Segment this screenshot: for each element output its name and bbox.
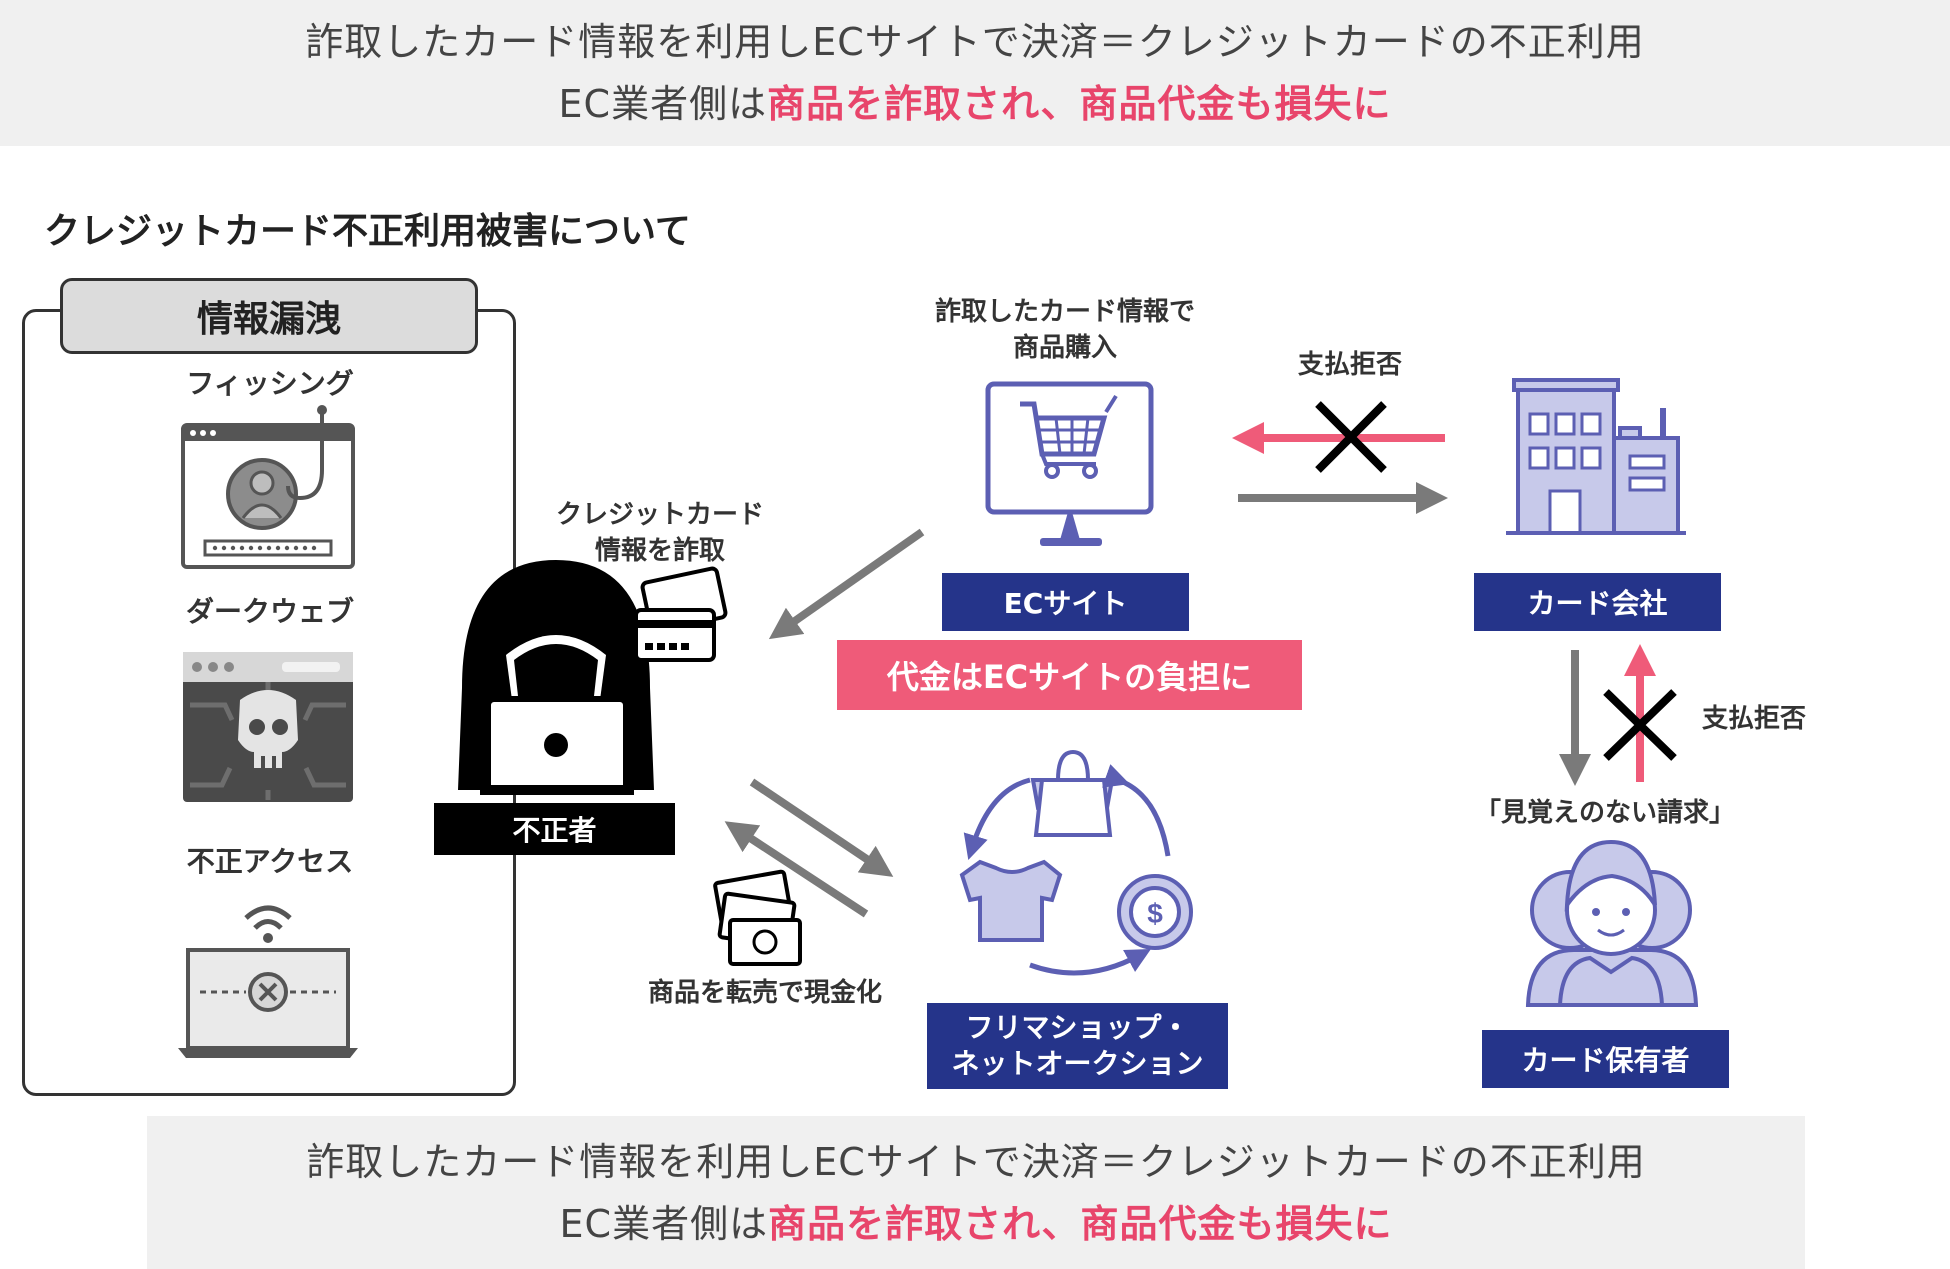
banner-line-2-prefix: EC業者側は xyxy=(558,82,768,126)
resale-cycle-icon: $ xyxy=(959,749,1193,976)
unauthorized-access-label: 不正アクセス xyxy=(186,845,354,878)
arrow-ec-to-fraudster xyxy=(768,528,925,640)
steal-line-2: 情報を詐取 xyxy=(594,536,725,566)
cross-mark-top xyxy=(1315,401,1387,473)
arrow-fraudster-to-resale xyxy=(749,778,894,877)
info-leak-header: 情報漏洩 xyxy=(60,278,478,354)
burden-banner: 代金はECサイトの負担に xyxy=(837,640,1302,710)
fraudster-label-box: 不正者 xyxy=(434,803,675,855)
arrow-resale-to-fraudster xyxy=(724,821,869,918)
purchase-line-2: 商品購入 xyxy=(1012,333,1117,363)
bottom-banner-line-2: EC業者側は商品を詐取され、商品代金も損失に xyxy=(560,1193,1393,1255)
bottom-banner-line-1: 詐取したカード情報を利用しECサイトで決済＝クレジットカードの不正利用 xyxy=(306,1139,1646,1184)
svg-text:$: $ xyxy=(1147,898,1163,929)
bottom-banner-line-2-emphasis: 商品を詐取され、商品代金も損失に xyxy=(768,1201,1393,1246)
ec-site-label-box: ECサイト xyxy=(942,573,1189,631)
steal-line-1: クレジットカード xyxy=(555,500,764,530)
section-title: クレジットカード不正利用被害について xyxy=(44,211,691,252)
money-icon xyxy=(713,869,802,966)
dark-web-icon xyxy=(183,652,353,802)
phishing-icon xyxy=(181,405,355,569)
bottom-banner-line-2-prefix: EC業者側は xyxy=(559,1201,769,1246)
office-building-icon xyxy=(1506,378,1686,535)
top-banner: 詐取したカード情報を利用しECサイトで決済＝クレジットカードの不正利用 EC業者… xyxy=(0,0,1950,146)
cross-mark-right xyxy=(1603,689,1677,761)
resale-line-2: ネットオークション xyxy=(951,1047,1204,1080)
dark-web-label: ダークウェブ xyxy=(185,595,354,628)
unauthorized-access-icon xyxy=(178,905,358,1058)
credit-card-icon xyxy=(634,566,728,662)
shopping-cart-monitor-icon xyxy=(985,381,1154,546)
banner-line-2: EC業者側は商品を詐取され、商品代金も損失に xyxy=(559,73,1392,135)
resell-label: 商品を転売で現金化 xyxy=(647,978,882,1008)
refuse-payment-top-label: 支払拒否 xyxy=(1297,350,1402,380)
purchase-label: 詐取したカード情報で商品購入 xyxy=(900,294,1230,366)
banner-line-1: 詐取したカード情報を利用しECサイトで決済＝クレジットカードの不正利用 xyxy=(305,20,1645,64)
steal-card-info-label: クレジットカード情報を詐取 xyxy=(520,497,800,569)
card-holder-label-box: カード保有者 xyxy=(1482,1030,1729,1088)
refuse-payment-right-label: 支払拒否 xyxy=(1701,704,1806,734)
resale-label-box: フリマショップ・ネットオークション xyxy=(927,1003,1228,1089)
purchase-line-1: 詐取したカード情報で xyxy=(934,297,1195,327)
bottom-banner: 詐取したカード情報を利用しECサイトで決済＝クレジットカードの不正利用 EC業者… xyxy=(147,1116,1805,1269)
people-icon xyxy=(1525,839,1699,1007)
resale-line-1: フリマショップ・ xyxy=(965,1011,1190,1044)
hacker-icon xyxy=(458,560,654,795)
unknown-charge-label: 「見覚えのない請求」 xyxy=(1474,798,1735,828)
card-company-label-box: カード会社 xyxy=(1474,573,1721,631)
banner-line-2-emphasis: 商品を詐取され、商品代金も損失に xyxy=(767,82,1392,126)
phishing-label: フィッシング xyxy=(186,367,354,400)
